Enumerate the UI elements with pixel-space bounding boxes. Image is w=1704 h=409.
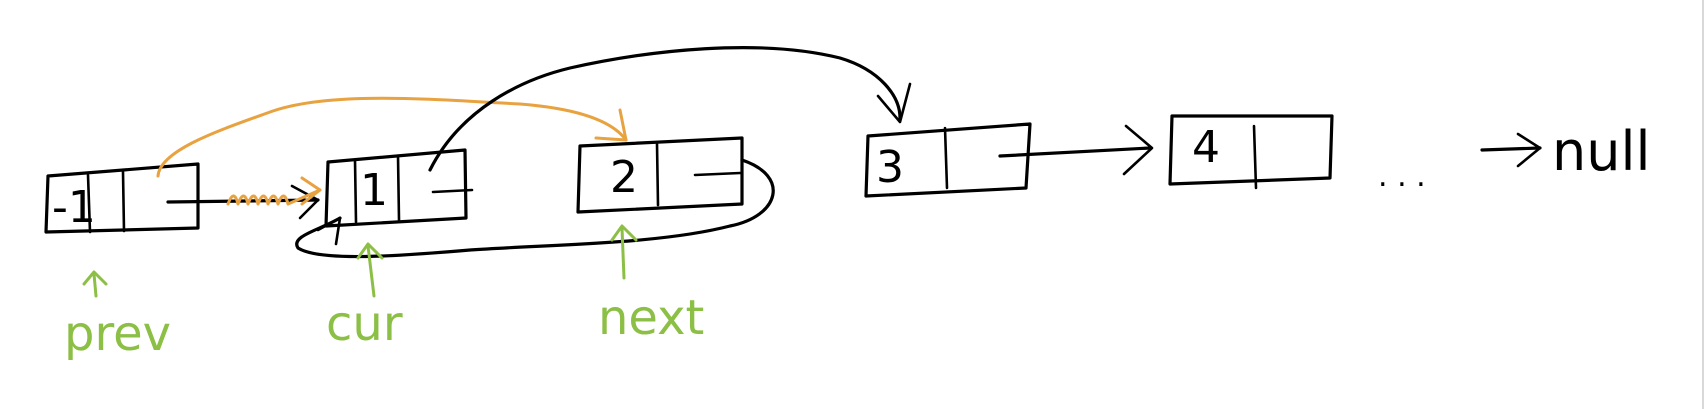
- ellipsis-text: . . .: [1378, 159, 1426, 194]
- node-3: 3: [864, 122, 1032, 198]
- arrowhead-to-null: [1516, 132, 1542, 168]
- orange-arc-head: [594, 108, 628, 142]
- node-1: 1: [324, 148, 474, 228]
- cur-label: cur: [326, 296, 403, 352]
- black-arc-1-to-3: [428, 46, 902, 172]
- node-value: -1: [52, 182, 96, 233]
- arrowhead-minus1-to-1: [290, 184, 320, 220]
- prev-label: prev: [64, 306, 171, 362]
- next-pointer: next: [598, 224, 704, 346]
- cur-pointer: cur: [326, 242, 403, 352]
- black-loop-head: [316, 216, 342, 246]
- black-arc-1-to-3-head: [876, 82, 912, 124]
- node-value: 4: [1192, 122, 1220, 173]
- orange-arc-minus1-to-2: [156, 96, 628, 178]
- next-label: next: [598, 290, 704, 346]
- next-arrow-3-to-4: [998, 146, 1152, 158]
- orange-squiggle-head: [300, 176, 322, 206]
- node-value: 1: [360, 165, 388, 216]
- node-4: 4: [1168, 114, 1334, 190]
- node-value: 2: [610, 152, 638, 203]
- arrowhead-3-to-4: [1122, 124, 1154, 176]
- null-label: null: [1552, 120, 1650, 183]
- black-loop-2-to-1: [295, 158, 775, 259]
- right-edge-divider: [1702, 0, 1704, 409]
- prev-pointer: prev: [64, 270, 171, 362]
- node-2: 2: [576, 136, 744, 214]
- node-value: 3: [876, 142, 904, 193]
- arrow-to-null: [1480, 146, 1542, 152]
- orange-squiggle: [226, 188, 322, 206]
- node-minus1: -1: [44, 162, 200, 234]
